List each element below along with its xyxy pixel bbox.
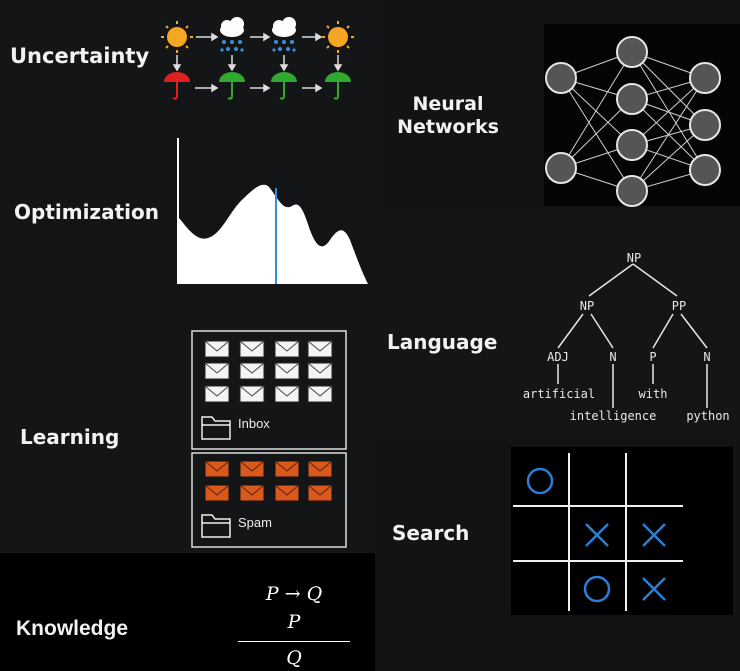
- uncertainty-panel: Uncertainty: [0, 0, 380, 140]
- node-np: NP: [580, 299, 594, 313]
- parse-tree-diagram: NP NP PP ADJ N P N artificial intelligen…: [523, 251, 730, 423]
- learning-panel: Learning: [0, 305, 380, 555]
- inbox-label: Inbox: [238, 416, 270, 431]
- weather-umbrella-chain-diagram: [161, 17, 354, 100]
- hidden-node: [616, 175, 648, 207]
- o-mark: [583, 575, 611, 603]
- sun-icon: [322, 21, 354, 53]
- output-node: [689, 62, 721, 94]
- spam-envelopes: [204, 460, 333, 502]
- node-p: P: [649, 350, 656, 364]
- node-pp: PP: [672, 299, 686, 313]
- optimization-landscape-plot: [177, 138, 368, 284]
- node-n: N: [703, 350, 710, 364]
- language-panel: Language NP NP PP ADJ N P N artificial i…: [375, 208, 740, 433]
- folder-icon: [201, 514, 231, 538]
- spam-box: [191, 452, 347, 548]
- optimization-title: Optimization: [14, 200, 159, 224]
- rain-cloud-icon: [272, 17, 296, 52]
- neural-network-diagram: [544, 24, 740, 207]
- search-title: Search: [392, 521, 470, 545]
- knowledge-panel: Knowledge P → Q P Q: [0, 553, 375, 671]
- board-background: [511, 447, 733, 615]
- word-artificial: artificial: [523, 387, 595, 401]
- premise-implication: P → Q: [265, 583, 323, 605]
- tic-tac-toe-board: [511, 447, 733, 615]
- rain-cloud-icon: [220, 17, 244, 52]
- hidden-node: [616, 36, 648, 68]
- premise-atom: P: [287, 611, 301, 633]
- input-node: [545, 62, 577, 94]
- output-node: [689, 109, 721, 141]
- inference-line: [238, 641, 350, 642]
- hidden-node: [616, 129, 648, 161]
- transition-arrows-weather: [196, 32, 323, 42]
- parse-tree-edges: [557, 263, 708, 408]
- emission-arrows: [172, 55, 343, 72]
- node-root-np: NP: [627, 251, 641, 265]
- transition-arrows-umbrella: [195, 83, 323, 93]
- search-panel: Search: [375, 433, 740, 671]
- network-edges: [560, 51, 706, 192]
- neural-networks-panel: Neural Networks: [380, 0, 740, 210]
- x-mark: [642, 523, 666, 547]
- input-node: [545, 152, 577, 184]
- word-with: with: [639, 387, 668, 401]
- conclusion: Q: [286, 647, 302, 669]
- x-mark: [642, 577, 666, 601]
- green-umbrella-icon: [219, 72, 245, 100]
- spam-label: Spam: [238, 515, 272, 530]
- node-n: N: [609, 350, 616, 364]
- knowledge-title: Knowledge: [16, 617, 129, 640]
- folder-icon: [201, 416, 231, 440]
- node-adj: ADJ: [547, 350, 569, 364]
- hidden-node: [616, 83, 648, 115]
- optimization-panel: Optimization: [0, 130, 380, 305]
- language-title: Language: [387, 330, 498, 354]
- inbox-envelopes: [204, 340, 333, 403]
- email-classification-diagram: [191, 330, 347, 548]
- green-umbrella-icon: [325, 72, 351, 100]
- word-intelligence: intelligence: [570, 409, 657, 423]
- board-marks: [526, 467, 666, 603]
- green-umbrella-icon: [271, 72, 297, 100]
- learning-title: Learning: [20, 425, 120, 449]
- o-mark: [526, 467, 554, 495]
- x-mark: [585, 523, 609, 547]
- neural-networks-title-line2: Networks: [397, 116, 499, 138]
- sun-icon: [161, 21, 193, 53]
- inbox-box: [191, 330, 347, 450]
- output-node: [689, 154, 721, 186]
- board-grid: [513, 453, 683, 611]
- neural-networks-title: Neural Networks: [388, 93, 508, 139]
- word-python: python: [686, 409, 729, 423]
- red-umbrella-icon: [164, 72, 190, 100]
- objective-landscape: [179, 184, 368, 284]
- uncertainty-title: Uncertainty: [10, 44, 150, 68]
- neural-networks-title-line1: Neural: [412, 93, 484, 115]
